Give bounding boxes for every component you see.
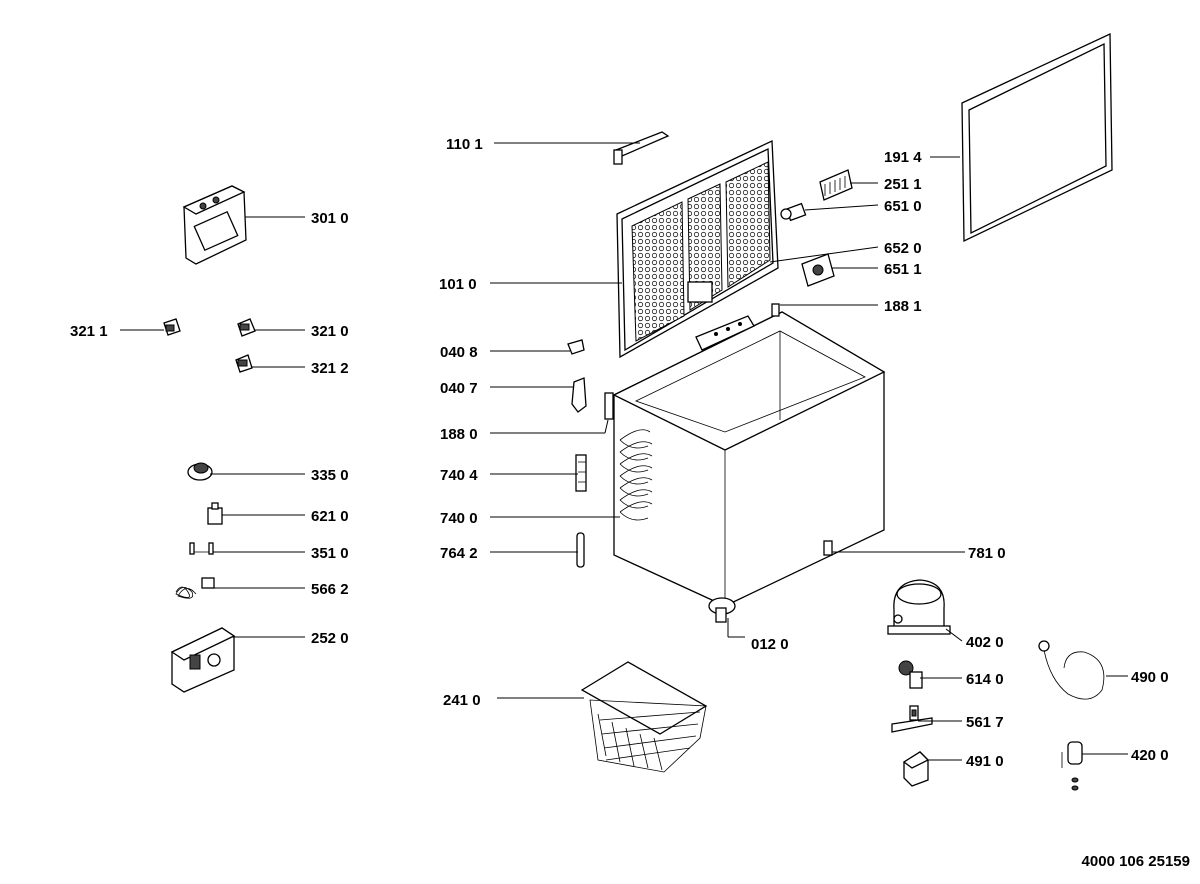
label-101-0: 101 0 xyxy=(439,276,477,293)
foot xyxy=(708,597,736,623)
label-614-0: 614 0 xyxy=(966,671,1004,688)
label-301-0: 301 0 xyxy=(311,210,349,227)
compressor xyxy=(887,579,951,635)
lamp-socket xyxy=(780,202,807,222)
lid-hinge-left xyxy=(604,392,614,420)
bracket-561 xyxy=(891,705,933,733)
label-335-0: 335 0 xyxy=(311,467,349,484)
label-490-0: 490 0 xyxy=(1131,669,1169,686)
lid-hinge-right xyxy=(771,303,780,317)
label-491-0: 491 0 xyxy=(966,753,1004,770)
connector-wire xyxy=(189,542,214,555)
label-188-0: 188 0 xyxy=(440,426,478,443)
label-241-0: 241 0 xyxy=(443,692,481,709)
label-740-0: 740 0 xyxy=(440,510,478,527)
terminal-cover xyxy=(902,751,930,787)
label-040-8: 040 8 xyxy=(440,344,478,361)
thermostat-knob xyxy=(187,462,213,481)
knob-321-1 xyxy=(163,318,181,336)
lid xyxy=(616,139,779,359)
relay-614 xyxy=(898,660,923,689)
condenser-coil xyxy=(617,428,657,521)
switch xyxy=(207,502,223,525)
lid-gasket xyxy=(961,32,1113,243)
control-panel xyxy=(695,315,755,351)
hinge-cover xyxy=(819,169,853,201)
label-781-0: 781 0 xyxy=(968,545,1006,562)
label-351-0: 351 0 xyxy=(311,545,349,562)
label-321-2: 321 2 xyxy=(311,360,349,377)
label-321-0: 321 0 xyxy=(311,323,349,340)
part-labels: 110 1 191 4 251 1 651 0 301 0 652 0 101 … xyxy=(70,136,1169,770)
coil-clip xyxy=(575,454,587,492)
label-251-1: 251 1 xyxy=(884,176,922,193)
knob-321-0 xyxy=(237,318,256,337)
lamp-holder xyxy=(801,253,835,287)
label-740-4: 740 4 xyxy=(440,467,478,484)
label-651-1: 651 1 xyxy=(884,261,922,278)
capacitor xyxy=(1061,741,1083,791)
label-621-0: 621 0 xyxy=(311,508,349,525)
label-321-1: 321 1 xyxy=(70,323,108,340)
leader-lines xyxy=(120,142,1128,761)
label-191-4: 191 4 xyxy=(884,149,922,166)
knob-321-2 xyxy=(235,354,253,373)
label-652-0: 652 0 xyxy=(884,240,922,257)
thermostat-bracket xyxy=(182,185,247,265)
hinge-bracket xyxy=(571,377,587,413)
label-651-0: 651 0 xyxy=(884,198,922,215)
power-cord xyxy=(1038,640,1105,700)
drier-filter xyxy=(576,532,585,568)
label-040-7: 040 7 xyxy=(440,380,478,397)
lid-handle xyxy=(613,131,670,165)
relay-box xyxy=(170,627,236,693)
label-566-2: 566 2 xyxy=(311,581,349,598)
freezer-cabinet xyxy=(612,311,886,607)
wire-basket xyxy=(580,661,708,773)
label-188-1: 188 1 xyxy=(884,298,922,315)
document-number: 4000 106 25159 xyxy=(1081,853,1190,870)
label-252-0: 252 0 xyxy=(311,630,349,647)
label-012-0: 012 0 xyxy=(751,636,789,653)
label-110-1: 110 1 xyxy=(446,136,483,153)
label-561-7: 561 7 xyxy=(966,714,1004,731)
label-420-0: 420 0 xyxy=(1131,747,1169,764)
hinge-clip xyxy=(567,339,585,355)
label-402-0: 402 0 xyxy=(966,634,1004,651)
label-764-2: 764 2 xyxy=(440,545,478,562)
